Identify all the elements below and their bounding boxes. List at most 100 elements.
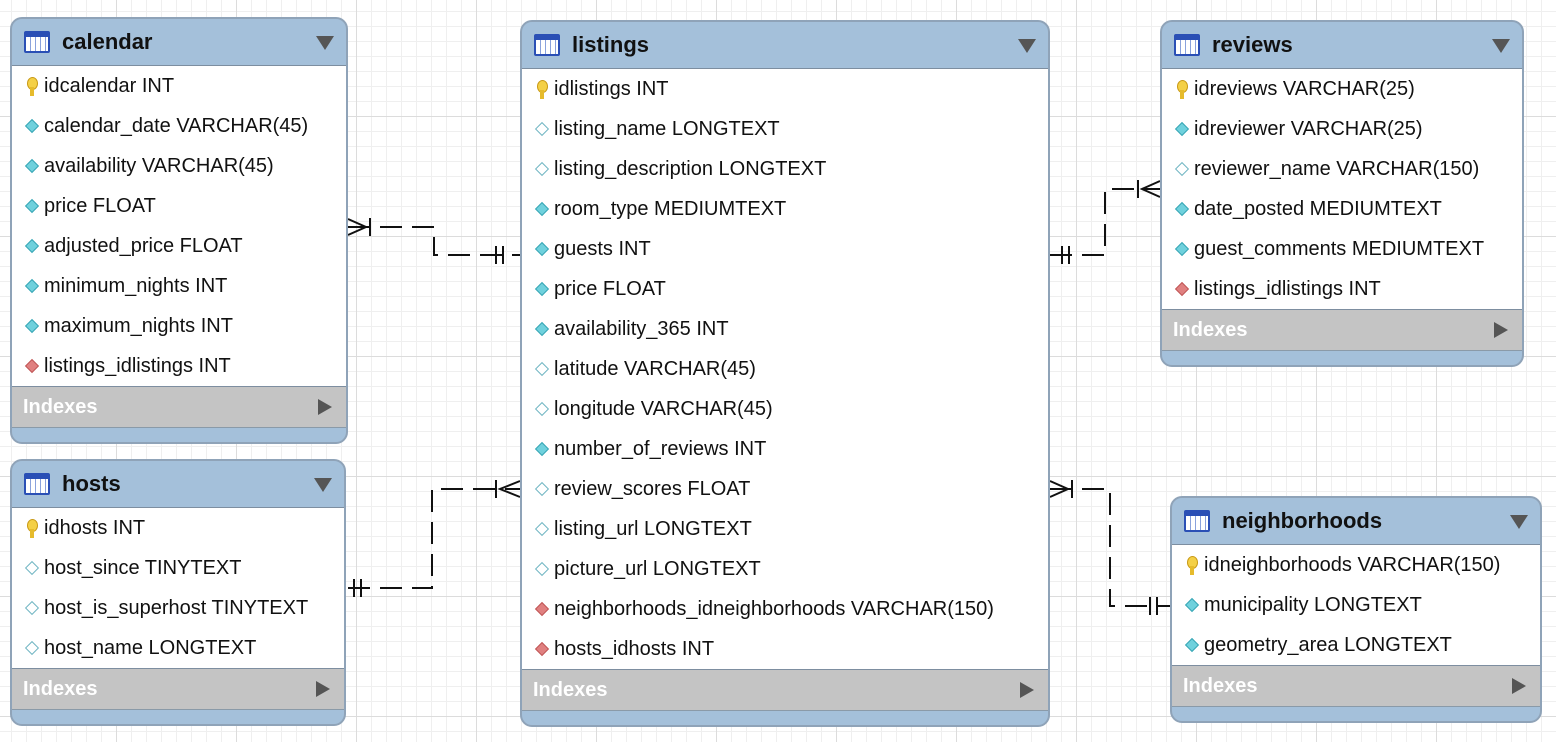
table-icon xyxy=(1184,510,1210,532)
table-hosts[interactable]: hosts idhosts INT host_since TINYTEXT host_… xyxy=(10,459,346,726)
table-title: neighborhoods xyxy=(1222,508,1383,533)
indexes-section[interactable]: Indexes xyxy=(1162,310,1522,351)
column-row[interactable]: listings_idlistings INT xyxy=(1162,269,1522,309)
primary-key-icon xyxy=(21,517,43,539)
not-null-column-icon xyxy=(21,275,43,297)
table-header[interactable]: listings xyxy=(522,22,1048,68)
column-row[interactable]: listing_url LONGTEXT xyxy=(522,509,1048,549)
relationship-listings-neighborhoods[interactable] xyxy=(1049,480,1170,615)
table-header[interactable]: neighborhoods xyxy=(1172,498,1540,544)
table-header[interactable]: hosts xyxy=(12,461,344,507)
column-label: idreviews VARCHAR(25) xyxy=(1194,77,1415,100)
column-row[interactable]: date_posted MEDIUMTEXT xyxy=(1162,189,1522,229)
column-row[interactable]: guest_comments MEDIUMTEXT xyxy=(1162,229,1522,269)
column-row[interactable]: reviewer_name VARCHAR(150) xyxy=(1162,149,1522,189)
column-label: availability VARCHAR(45) xyxy=(44,154,274,177)
nullable-column-icon xyxy=(21,637,43,659)
column-row[interactable]: idneighborhoods VARCHAR(150) xyxy=(1172,545,1540,585)
column-row[interactable]: maximum_nights INT xyxy=(12,306,346,346)
indexes-label: Indexes xyxy=(1183,674,1258,697)
expand-arrow-icon[interactable] xyxy=(1512,678,1526,694)
column-label: listings_idlistings INT xyxy=(1194,277,1381,300)
expand-arrow-icon[interactable] xyxy=(1020,682,1034,698)
table-icon xyxy=(24,31,50,53)
collapse-arrow-icon[interactable] xyxy=(314,478,332,492)
column-row[interactable]: idcalendar INT xyxy=(12,66,346,106)
collapse-arrow-icon[interactable] xyxy=(1510,515,1528,529)
column-label: price FLOAT xyxy=(554,277,666,300)
not-null-column-icon xyxy=(1171,238,1193,260)
expand-arrow-icon[interactable] xyxy=(1494,322,1508,338)
relationship-calendar-listings[interactable] xyxy=(347,218,520,264)
column-row[interactable]: hosts_idhosts INT xyxy=(522,629,1048,669)
column-row[interactable]: neighborhoods_idneighborhoods VARCHAR(15… xyxy=(522,589,1048,629)
table-header[interactable]: reviews xyxy=(1162,22,1522,68)
expand-arrow-icon[interactable] xyxy=(316,681,330,697)
foreign-key-icon xyxy=(531,598,553,620)
column-row[interactable]: idreviewer VARCHAR(25) xyxy=(1162,109,1522,149)
column-row[interactable]: listing_description LONGTEXT xyxy=(522,149,1048,189)
primary-key-icon xyxy=(1171,78,1193,100)
column-row[interactable]: host_is_superhost TINYTEXT xyxy=(12,588,344,628)
column-row[interactable]: idreviews VARCHAR(25) xyxy=(1162,69,1522,109)
expand-arrow-icon[interactable] xyxy=(318,399,332,415)
table-icon xyxy=(1174,34,1200,56)
column-label: room_type MEDIUMTEXT xyxy=(554,197,787,220)
relationship-hosts-listings[interactable] xyxy=(348,480,521,597)
column-row[interactable]: listing_name LONGTEXT xyxy=(522,109,1048,149)
column-row[interactable]: number_of_reviews INT xyxy=(522,429,1048,469)
column-row[interactable]: idhosts INT xyxy=(12,508,344,548)
indexes-label: Indexes xyxy=(23,395,98,418)
column-row[interactable]: host_since TINYTEXT xyxy=(12,548,344,588)
column-row[interactable]: price FLOAT xyxy=(522,269,1048,309)
relationship-listings-reviews[interactable] xyxy=(1050,180,1162,264)
column-row[interactable]: availability VARCHAR(45) xyxy=(12,146,346,186)
column-row[interactable]: availability_365 INT xyxy=(522,309,1048,349)
column-row[interactable]: listings_idlistings INT xyxy=(12,346,346,386)
column-row[interactable]: minimum_nights INT xyxy=(12,266,346,306)
column-label: minimum_nights INT xyxy=(44,274,228,297)
nullable-column-icon xyxy=(531,558,553,580)
column-row[interactable]: idlistings INT xyxy=(522,69,1048,109)
collapse-arrow-icon[interactable] xyxy=(1018,39,1036,53)
table-footer xyxy=(522,711,1048,725)
table-title: hosts xyxy=(62,471,121,496)
column-row[interactable]: price FLOAT xyxy=(12,186,346,226)
not-null-column-icon xyxy=(21,315,43,337)
indexes-section[interactable]: Indexes xyxy=(1172,666,1540,707)
table-neighborhoods[interactable]: neighborhoods idneighborhoods VARCHAR(150… xyxy=(1170,496,1542,723)
table-header[interactable]: calendar xyxy=(12,19,346,65)
column-row[interactable]: adjusted_price FLOAT xyxy=(12,226,346,266)
column-label: host_since TINYTEXT xyxy=(44,556,242,579)
nullable-column-icon xyxy=(531,118,553,140)
not-null-column-icon xyxy=(21,115,43,137)
indexes-section[interactable]: Indexes xyxy=(12,387,346,428)
not-null-column-icon xyxy=(531,278,553,300)
column-label: idhosts INT xyxy=(44,516,146,539)
column-row[interactable]: calendar_date VARCHAR(45) xyxy=(12,106,346,146)
collapse-arrow-icon[interactable] xyxy=(316,36,334,50)
not-null-column-icon xyxy=(1171,198,1193,220)
column-row[interactable]: review_scores FLOAT xyxy=(522,469,1048,509)
column-row[interactable]: guests INT xyxy=(522,229,1048,269)
nullable-column-icon xyxy=(531,398,553,420)
column-row[interactable]: longitude VARCHAR(45) xyxy=(522,389,1048,429)
column-row[interactable]: latitude VARCHAR(45) xyxy=(522,349,1048,389)
column-row[interactable]: municipality LONGTEXT xyxy=(1172,585,1540,625)
indexes-section[interactable]: Indexes xyxy=(12,669,344,710)
indexes-section[interactable]: Indexes xyxy=(522,670,1048,711)
nullable-column-icon xyxy=(531,478,553,500)
column-row[interactable]: picture_url LONGTEXT xyxy=(522,549,1048,589)
foreign-key-icon xyxy=(21,355,43,377)
column-row[interactable]: room_type MEDIUMTEXT xyxy=(522,189,1048,229)
column-row[interactable]: host_name LONGTEXT xyxy=(12,628,344,668)
table-footer xyxy=(1162,351,1522,365)
table-footer xyxy=(12,428,346,442)
collapse-arrow-icon[interactable] xyxy=(1492,39,1510,53)
column-row[interactable]: geometry_area LONGTEXT xyxy=(1172,625,1540,665)
table-icon xyxy=(534,34,560,56)
table-reviews[interactable]: reviews idreviews VARCHAR(25) idreviewer V… xyxy=(1160,20,1524,367)
